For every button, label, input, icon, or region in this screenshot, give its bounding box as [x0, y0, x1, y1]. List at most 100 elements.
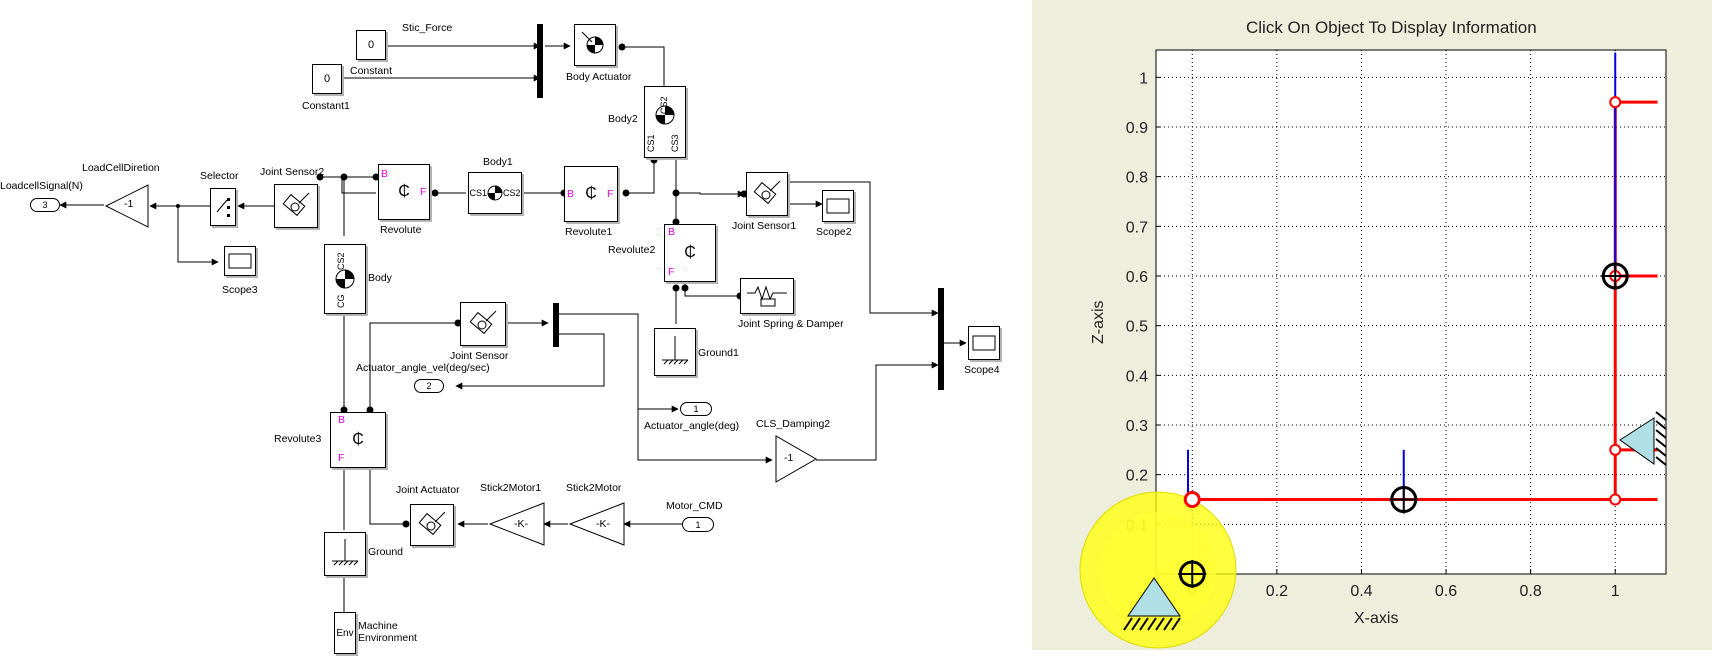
actuator-angle-vel-label: Actuator_angle_vel(deg/sec) — [356, 362, 490, 374]
ground-triangle — [1127, 577, 1181, 617]
scope4-label: Scope4 — [964, 364, 1000, 376]
scope2-block[interactable] — [822, 190, 854, 222]
body-label: Body — [368, 272, 392, 284]
body-actuator-icon — [581, 31, 604, 54]
cls-damping2-gain[interactable] — [774, 434, 820, 484]
selector-icon — [216, 198, 230, 217]
revolute2-block[interactable]: ₵ — [664, 224, 716, 282]
constant1-block[interactable]: 0 — [312, 64, 342, 94]
ground1-hatch — [1655, 420, 1667, 430]
body-icon — [335, 269, 355, 289]
body-actuator-block[interactable] — [574, 24, 616, 66]
body1-port-cs2: CS2 — [503, 188, 521, 198]
ground-block[interactable] — [324, 532, 366, 576]
joint-marker — [1609, 443, 1622, 456]
y-tick-label: 0.2 — [1126, 468, 1148, 485]
cls-damping2-gain-value: -1 — [784, 452, 794, 464]
joint-actuator-icon — [418, 511, 446, 536]
stick2motor1-gain[interactable] — [488, 501, 548, 547]
stick2motor-label: Stick2Motor — [566, 482, 622, 494]
y-tick-label: 0.9 — [1126, 120, 1148, 137]
selection-highlight-inner — [1100, 512, 1216, 628]
joint-sensor1-label: Joint Sensor1 — [732, 220, 797, 232]
scope3-block[interactable] — [224, 246, 256, 276]
y-tick-label: 0.7 — [1126, 219, 1148, 236]
ground1-block[interactable] — [654, 328, 696, 376]
body2-label: Body2 — [608, 113, 638, 125]
x-tick-label: 0.2 — [1266, 583, 1288, 600]
ground1-label: Ground1 — [698, 347, 739, 359]
stick2motor1-label: Stick2Motor1 — [480, 482, 542, 494]
load-cell-direction-gain[interactable] — [104, 183, 154, 229]
joint-actuator-label: Joint Actuator — [396, 484, 460, 496]
y-tick-label: 0.5 — [1126, 319, 1148, 336]
x-tick-label: 1 — [1611, 583, 1620, 600]
x-tick-label: 0.4 — [1350, 583, 1372, 600]
joint-marker — [1609, 96, 1622, 109]
ground1-icon — [662, 336, 689, 365]
revolute1-block[interactable]: ₵ — [564, 166, 618, 222]
motor-cmd-inport[interactable]: 1 — [682, 517, 714, 532]
y-tick-label: 0.8 — [1126, 170, 1148, 187]
revolute-icon: ₵ — [398, 183, 410, 200]
revolute3-port-f: F — [338, 452, 345, 464]
ground-hatch — [1163, 617, 1173, 631]
body2-icon — [655, 105, 675, 125]
selector-block[interactable] — [210, 188, 236, 226]
revolute1-icon: ₵ — [585, 185, 597, 202]
ground-hatch — [1123, 617, 1133, 631]
load-cell-signal-outport[interactable]: 3 — [30, 198, 60, 212]
ground-hatch — [1171, 617, 1181, 631]
joint-sensor2-block[interactable] — [274, 184, 318, 228]
ground1-hatch — [1655, 429, 1667, 439]
body2-block[interactable] — [644, 86, 686, 158]
actuator-angle-label: Actuator_angle(deg) — [644, 420, 740, 432]
revolute-port-f: F — [420, 186, 427, 198]
revolute2-icon: ₵ — [684, 244, 696, 261]
revolute-block[interactable]: ₵ — [378, 164, 430, 220]
plot-area — [1155, 49, 1667, 575]
body1-port-cs1: CS1 — [469, 188, 487, 198]
scope2-label: Scope2 — [816, 226, 852, 238]
joint-sensor1-icon — [753, 180, 781, 205]
joint-marker — [1609, 493, 1622, 506]
scope3-label: Scope3 — [222, 284, 258, 296]
joint-spring-damper-block[interactable] — [740, 278, 794, 314]
plot-title: Click On Object To Display Information — [1246, 18, 1537, 37]
body-block[interactable] — [324, 244, 366, 314]
stick2motor1-gain-value: -K- — [514, 518, 528, 530]
selector-label: Selector — [200, 170, 239, 182]
y-tick-label: 0.6 — [1126, 269, 1148, 286]
scope3-icon — [228, 253, 252, 269]
stick2motor-gain[interactable] — [568, 501, 628, 547]
joint-sensor-block[interactable] — [460, 302, 506, 346]
scope4-block[interactable] — [968, 326, 1000, 360]
revolute2-port-b: B — [668, 226, 676, 238]
y-tick-label: 0.4 — [1126, 368, 1148, 385]
machine-environment-block[interactable]: Env — [334, 612, 356, 654]
joint-actuator-block[interactable] — [410, 504, 454, 546]
x-tick-label: 0.6 — [1435, 583, 1457, 600]
y-tick-label: 0.3 — [1126, 418, 1148, 435]
machine-environment-label-1: Machine — [358, 620, 398, 632]
x-axis-label: X-axis — [1354, 610, 1399, 627]
body1-block[interactable]: CS1 CS2 — [468, 172, 522, 214]
stick2motor-gain-value: -K- — [596, 518, 610, 530]
actuator-angle-vel-outport[interactable]: 2 — [414, 379, 444, 393]
ground-label: Ground — [368, 546, 404, 558]
stic-force-label: Stic_Force — [402, 22, 453, 34]
revolute2-label: Revolute2 — [608, 244, 656, 256]
revolute3-block[interactable]: ₵ — [330, 412, 386, 468]
revolute-label: Revolute — [380, 224, 422, 236]
ground-icon — [332, 539, 359, 566]
stic-force-constant[interactable]: 0 — [356, 30, 386, 60]
actuator-angle-outport[interactable]: 1 — [680, 402, 712, 416]
joint-sensor1-block[interactable] — [746, 172, 788, 216]
revolute1-port-f: F — [607, 188, 614, 200]
revolute3-label: Revolute3 — [274, 433, 322, 445]
scope4-icon — [972, 335, 996, 351]
load-cell-direction-gain-value: -1 — [124, 198, 134, 210]
x-tick-label: 0.8 — [1520, 583, 1542, 600]
motor-cmd-label: Motor_CMD — [666, 500, 723, 512]
